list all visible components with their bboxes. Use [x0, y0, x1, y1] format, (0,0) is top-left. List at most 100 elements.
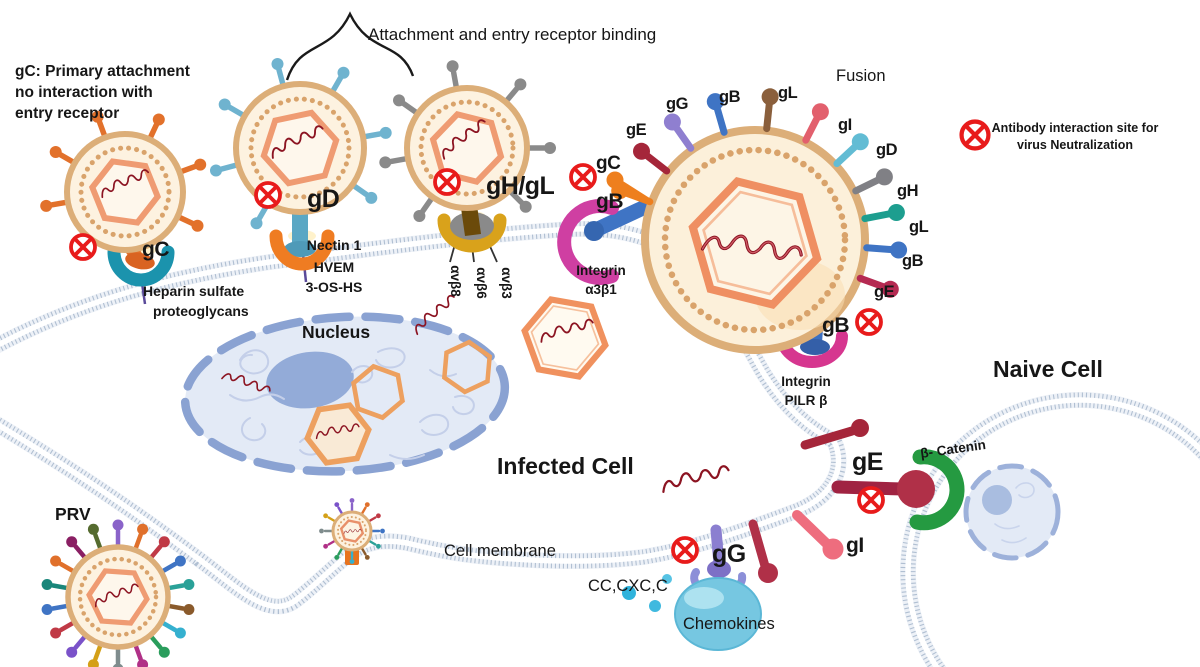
virus-spike-head [41, 579, 53, 590]
cytoplasm-dna [659, 464, 732, 494]
virus-spike-head [514, 78, 527, 91]
virus-spike-head [158, 536, 170, 548]
ge-lower-spike [748, 519, 770, 571]
ge-label: gE [852, 448, 883, 476]
fv-spike-gl: gL [778, 84, 798, 102]
naive-nucleus-graphic [963, 463, 1061, 561]
attachment-label: Attachment and entry receptor binding [368, 25, 656, 44]
fv-spike-gb2: gB [902, 252, 924, 270]
heparin-line2: proteoglycans [153, 303, 249, 319]
virus-spike-head [323, 513, 328, 519]
virus-spike-head [887, 204, 905, 221]
virus-spike-head [250, 217, 263, 230]
virus-spike-head [365, 191, 378, 204]
gb-spike-head [584, 221, 604, 241]
virus-spike-head [91, 110, 104, 123]
gc-note-line3: entry receptor [15, 105, 119, 122]
legend-line1: Antibody interaction site for [992, 121, 1159, 135]
virus-spike-head [50, 627, 62, 639]
nucleus-label: Nucleus [302, 322, 370, 342]
gc-note-line2: no interaction with [15, 84, 153, 101]
virus-gc [40, 110, 207, 253]
virus-spike [644, 152, 671, 175]
virus-spike-head [446, 60, 459, 73]
virus-spike-head [611, 182, 629, 200]
virus-spike-head [706, 93, 724, 111]
prv-virion [41, 519, 195, 667]
chemokine-blob [674, 577, 762, 651]
virus-spike-head [183, 604, 195, 615]
virus-spike-head [519, 200, 532, 213]
integrin-a3b1-receptor [557, 199, 619, 285]
virus-spike [852, 176, 881, 195]
a3b1-line1: Integrin [576, 263, 626, 278]
virus-spike-head [137, 659, 149, 667]
virus-spike [714, 105, 728, 136]
chromatin-scribbles [229, 347, 475, 460]
virus-spike-head [49, 146, 62, 158]
infected-cell-label: Infected Cell [497, 453, 634, 479]
virus-spike-head [41, 604, 53, 615]
nucleolus [266, 351, 354, 409]
virus-spike-head [152, 113, 165, 126]
gg-label: gG [712, 540, 746, 568]
virus-spike-head [210, 164, 222, 177]
beta-catenin-receptor [909, 449, 965, 531]
neutralization-icon [433, 168, 461, 196]
virus-spike [861, 210, 892, 223]
fusion-label: Fusion [836, 67, 886, 85]
virus-spike-head [174, 627, 186, 639]
fv-spike-ge: gE [626, 121, 647, 139]
gi-spike [792, 510, 831, 548]
virus-spike-head [376, 513, 381, 519]
prv-label: PRV [55, 504, 91, 524]
nectin-line1: Nectin 1 [307, 237, 362, 253]
virus-spike-head [271, 58, 284, 70]
virus-spike-head [66, 536, 78, 548]
virus-spike-head [364, 502, 370, 507]
virus-spike [673, 125, 695, 152]
ghgl-label: gH/gL [486, 172, 555, 200]
chemokine-dot [622, 586, 636, 600]
virus-spike-head [191, 219, 204, 232]
chemokine-dot [662, 574, 672, 584]
a3b1-line2: α3β1 [585, 282, 617, 297]
virus-spike-head [334, 502, 340, 507]
virus-gd [210, 58, 392, 230]
virus-spike-head [811, 103, 829, 121]
virus-spike-head [881, 280, 899, 298]
gb-pilr-label: gB [822, 314, 849, 337]
virus-spike-head [218, 98, 231, 111]
avb6-label: αvβ6 [474, 267, 489, 299]
legend-neutralization-icon [962, 122, 989, 149]
chemokine-types-label: CC,CXC,C [588, 577, 668, 595]
naive-cell-label: Naive Cell [993, 356, 1103, 382]
brace [285, 11, 415, 81]
virus-spike-head [376, 543, 381, 549]
virus-spike-head [112, 663, 124, 667]
heparin-receptor [107, 245, 175, 287]
virus-spike-head [194, 158, 207, 171]
ge-membrane-spike [800, 426, 857, 450]
gd-label: gD [307, 185, 339, 213]
legend-line2: virus Neutralization [1017, 138, 1133, 152]
fv-spike-gl2: gL [909, 218, 929, 236]
chemokine-dot [649, 600, 661, 612]
avb3-label: αvβ3 [499, 267, 514, 299]
fv-spike-gd: gD [876, 141, 898, 159]
gc-label: gC [142, 238, 169, 261]
virus-spike [856, 274, 887, 290]
neutralization-icon [671, 536, 699, 564]
integrin-avb-receptor [437, 213, 507, 253]
neutralization-icon [69, 233, 97, 261]
free-capsid [518, 296, 611, 380]
virus-spike [623, 190, 654, 206]
gi-label: gI [846, 534, 864, 557]
nucleus-graphic [180, 293, 509, 479]
virus-spike-head [40, 199, 53, 212]
virus-spike-head [349, 559, 355, 564]
gc-spike-base [125, 252, 155, 270]
chemokines-label: Chemokines [683, 615, 775, 633]
virus-spike-head [851, 133, 869, 151]
neutralization-icon [569, 163, 597, 191]
